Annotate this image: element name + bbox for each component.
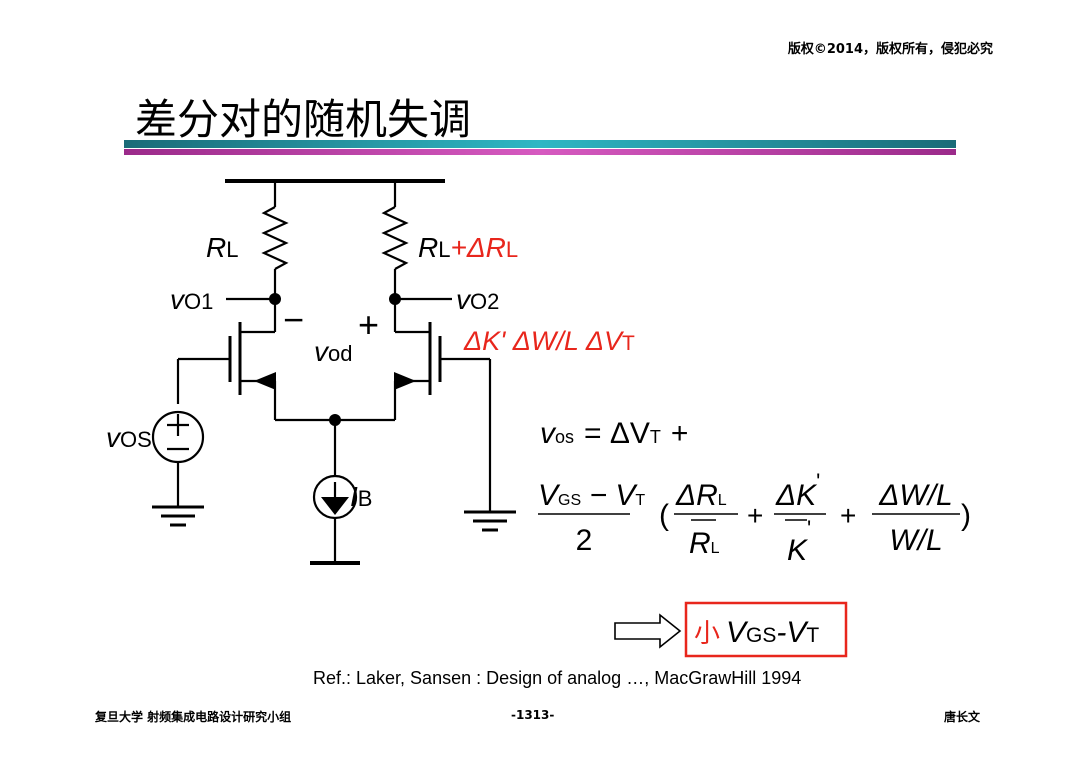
- result-arrow: [614, 613, 682, 649]
- label-vod: vod: [314, 336, 352, 367]
- plus-1: +: [747, 500, 763, 531]
- label-vo1: vO1: [170, 284, 213, 315]
- frac4-denominator: W/L: [889, 524, 942, 557]
- current-arrow-head: [321, 497, 349, 515]
- resistor-right: [381, 206, 409, 270]
- label-vo2: vO2: [456, 284, 499, 315]
- label-rl-left: RL: [206, 232, 238, 263]
- paren-close: ): [961, 499, 971, 532]
- formula-line1: vos= ΔVT+: [540, 417, 688, 450]
- label-mismatch: ΔK' ΔW/L ΔVT: [463, 326, 635, 356]
- frac1-denominator: 2: [576, 524, 593, 557]
- footer-author: 唐长文: [944, 710, 981, 724]
- title-rule-teal: [124, 140, 956, 148]
- title-rule-magenta: [124, 149, 956, 155]
- result-box: [684, 601, 848, 658]
- resistor-left: [261, 206, 289, 270]
- label-minus: −: [283, 299, 304, 340]
- m2-source-arrow: [394, 372, 416, 390]
- frac1-numerator: VGS − VT: [538, 479, 645, 512]
- paren-open: (: [659, 499, 669, 532]
- slide-title: 差分对的随机失调: [135, 95, 472, 144]
- label-rl-right: RL+ΔRL: [418, 232, 518, 263]
- node-vo1: [269, 293, 281, 305]
- frac2-numerator: ΔRL: [675, 479, 727, 512]
- frac2-denominator: RL: [689, 527, 720, 560]
- frac3-numerator: ΔK': [775, 469, 820, 512]
- footer-page-number: -1313-: [511, 708, 555, 722]
- frac3-denominator: K': [787, 516, 811, 567]
- label-vos: vOS: [106, 422, 152, 453]
- label-ib: IB: [350, 481, 372, 512]
- node-vo2: [389, 293, 401, 305]
- reference-text: Ref.: Laker, Sansen : Design of analog ……: [313, 668, 802, 688]
- copyright-notice: 版权©2014，版权所有，侵犯必究: [787, 42, 993, 57]
- frac4-numerator: ΔW/L: [878, 479, 952, 512]
- node-tail: [329, 414, 341, 426]
- label-plus: +: [358, 304, 379, 345]
- footer-institution: 复旦大学 射频集成电路设计研究小组: [95, 710, 292, 724]
- m1-source-arrow: [254, 372, 276, 390]
- plus-2: +: [840, 500, 856, 531]
